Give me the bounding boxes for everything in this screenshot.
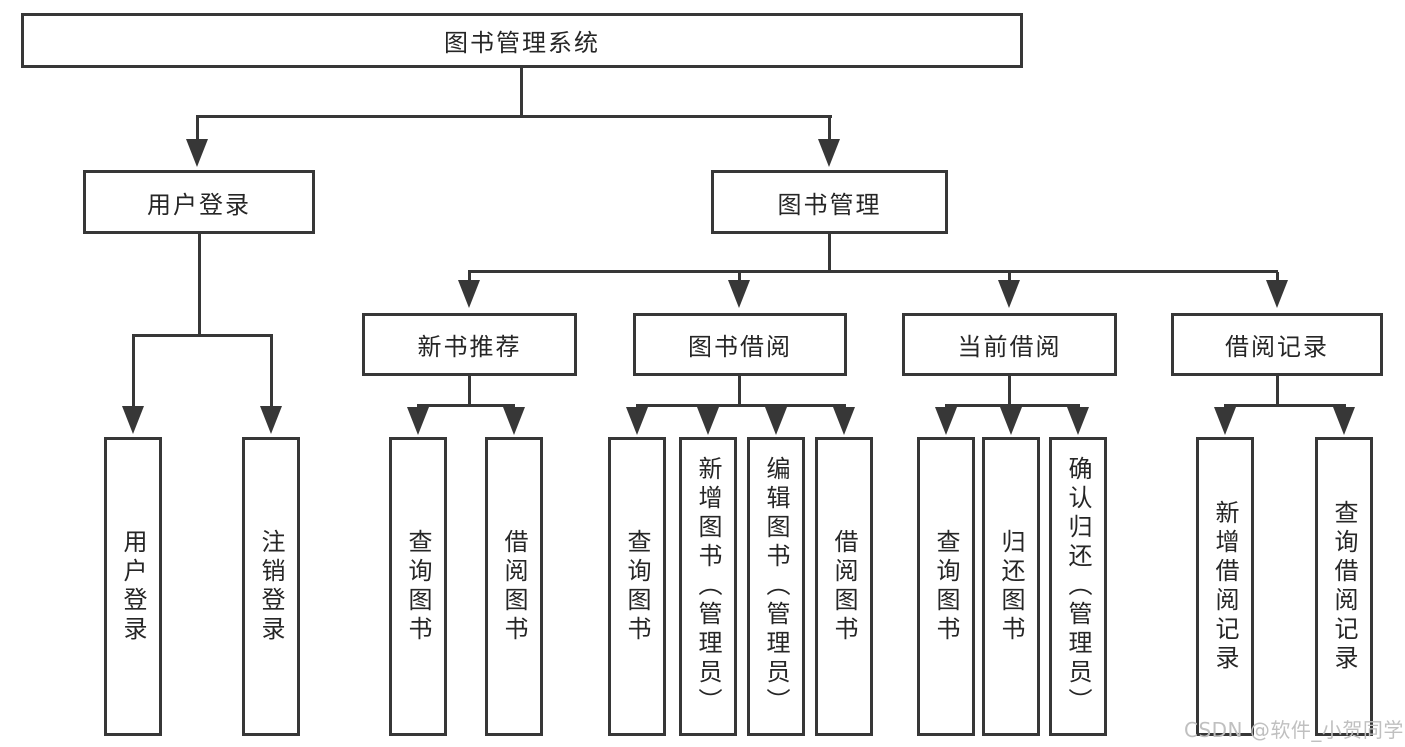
leaf-borrow-add-books-admin: 新增图书（管理员） bbox=[679, 437, 737, 736]
leaf-borrow-edit-books-admin-label: 编辑图书（管理员） bbox=[762, 456, 790, 717]
connector-line bbox=[828, 234, 831, 272]
connector-line bbox=[828, 117, 831, 140]
connector-line bbox=[945, 404, 1080, 407]
arrow-down-icon bbox=[1214, 407, 1236, 435]
leaf-records-add-record: 新增借阅记录 bbox=[1196, 437, 1254, 736]
connector-line bbox=[132, 334, 273, 337]
leaf-records-query-record: 查询借阅记录 bbox=[1315, 437, 1373, 736]
arrow-down-icon bbox=[998, 280, 1020, 308]
node-book-borrow-label: 图书借阅 bbox=[688, 333, 792, 361]
arrow-down-icon bbox=[260, 406, 282, 434]
node-book-borrow: 图书借阅 bbox=[633, 313, 847, 376]
leaf-newbooks-query-books: 查询图书 bbox=[389, 437, 447, 736]
arrow-down-icon bbox=[697, 407, 719, 435]
node-new-books-label: 新书推荐 bbox=[417, 333, 522, 361]
connector-line bbox=[196, 117, 199, 140]
arrow-down-icon bbox=[935, 407, 957, 435]
leaf-logout-login: 注销登录 bbox=[242, 437, 300, 736]
leaf-records-query-record-label: 查询借阅记录 bbox=[1330, 499, 1358, 674]
node-root-label: 图书管理系统 bbox=[444, 29, 600, 57]
leaf-user-login-label: 用户登录 bbox=[119, 528, 147, 645]
node-book-manage: 图书管理 bbox=[711, 170, 948, 234]
connector-line bbox=[1008, 376, 1011, 406]
connector-line bbox=[198, 234, 201, 336]
leaf-borrow-query-books: 查询图书 bbox=[608, 437, 666, 736]
leaf-current-return-books-label: 归还图书 bbox=[997, 528, 1025, 645]
watermark: CSDN @软件_小贺同学 bbox=[1184, 718, 1404, 742]
connector-line bbox=[1276, 272, 1279, 281]
connector-line bbox=[1276, 376, 1279, 406]
node-current-borrow: 当前借阅 bbox=[902, 313, 1117, 376]
leaf-current-query-books-label: 查询图书 bbox=[932, 528, 960, 645]
connector-line bbox=[1008, 272, 1011, 281]
node-borrow-records-label: 借阅记录 bbox=[1225, 333, 1329, 361]
connector-line bbox=[270, 336, 273, 407]
leaf-current-confirm-return-admin-label: 确认归还（管理员） bbox=[1064, 456, 1092, 717]
leaf-current-confirm-return-admin: 确认归还（管理员） bbox=[1049, 437, 1107, 736]
connector-line bbox=[738, 272, 741, 281]
arrow-down-icon bbox=[458, 280, 480, 308]
leaf-borrow-borrow-books-label: 借阅图书 bbox=[830, 528, 858, 645]
arrow-down-icon bbox=[186, 139, 208, 167]
node-user-login-label: 用户登录 bbox=[147, 190, 251, 219]
connector-line bbox=[132, 336, 135, 407]
leaf-borrow-query-books-label: 查询图书 bbox=[623, 528, 651, 645]
leaf-borrow-add-books-admin-label: 新增图书（管理员） bbox=[694, 456, 722, 717]
leaf-user-login: 用户登录 bbox=[104, 437, 162, 736]
connector-line bbox=[468, 272, 471, 281]
leaf-newbooks-query-books-label: 查询图书 bbox=[404, 528, 432, 645]
arrow-down-icon bbox=[818, 139, 840, 167]
connector-line bbox=[738, 376, 741, 406]
leaf-logout-login-label: 注销登录 bbox=[257, 528, 285, 645]
arrow-down-icon bbox=[503, 407, 525, 435]
node-current-borrow-label: 当前借阅 bbox=[957, 333, 1062, 361]
arrow-down-icon bbox=[833, 407, 855, 435]
leaf-newbooks-borrow-books: 借阅图书 bbox=[485, 437, 543, 736]
arrow-down-icon bbox=[1266, 280, 1288, 308]
leaf-borrow-edit-books-admin: 编辑图书（管理员） bbox=[747, 437, 805, 736]
arrow-down-icon bbox=[407, 407, 429, 435]
arrow-down-icon bbox=[1000, 407, 1022, 435]
arrow-down-icon bbox=[1333, 407, 1355, 435]
connector-line bbox=[520, 68, 523, 118]
leaf-newbooks-borrow-books-label: 借阅图书 bbox=[500, 528, 528, 645]
node-root: 图书管理系统 bbox=[21, 13, 1023, 68]
node-borrow-records: 借阅记录 bbox=[1171, 313, 1383, 376]
connector-line bbox=[636, 404, 846, 407]
node-book-manage-label: 图书管理 bbox=[777, 190, 882, 219]
leaf-borrow-borrow-books: 借阅图书 bbox=[815, 437, 873, 736]
connector-line bbox=[417, 404, 515, 407]
connector-line bbox=[1224, 404, 1346, 407]
arrow-down-icon bbox=[1067, 407, 1089, 435]
arrow-down-icon bbox=[765, 407, 787, 435]
leaf-records-add-record-label: 新增借阅记录 bbox=[1211, 499, 1239, 674]
node-user-login: 用户登录 bbox=[83, 170, 315, 234]
node-new-books: 新书推荐 bbox=[362, 313, 577, 376]
connector-line bbox=[468, 376, 471, 406]
leaf-current-return-books: 归还图书 bbox=[982, 437, 1040, 736]
arrow-down-icon bbox=[728, 280, 750, 308]
arrow-down-icon bbox=[626, 407, 648, 435]
leaf-current-query-books: 查询图书 bbox=[917, 437, 975, 736]
connector-line bbox=[468, 270, 1278, 273]
connector-line bbox=[196, 115, 832, 118]
arrow-down-icon bbox=[122, 406, 144, 434]
